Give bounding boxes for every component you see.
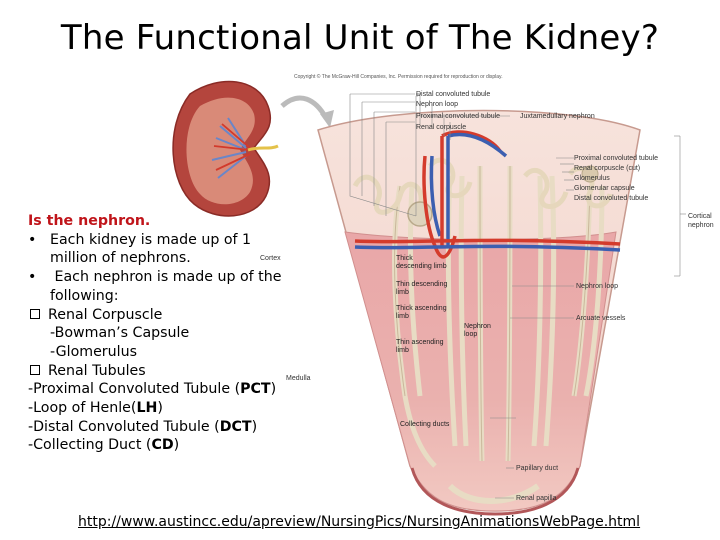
- bullet-icon: •: [28, 231, 37, 248]
- renal-tubules-item: Renal Tubules: [48, 362, 146, 379]
- label-thin-ascending-limb: limb: [396, 347, 409, 354]
- bowmans-capsule-item: -Bowman’s Capsule: [50, 325, 190, 342]
- nephron-heading: Is the nephron.: [28, 213, 151, 229]
- label-nephron-loop-mid-2: loop: [464, 331, 477, 338]
- loh-close: ): [157, 400, 163, 417]
- cd-item: -Collecting Duct (: [28, 437, 152, 454]
- label-glomerulus: Glomerulus: [574, 175, 610, 182]
- label-cortical-nephron: nephron: [688, 222, 714, 229]
- bullet-2a: Each nephron is made up of the: [50, 269, 282, 286]
- label-medulla: Medulla: [286, 375, 311, 382]
- label-papillary-duct: Papillary duct: [516, 465, 558, 472]
- label-thin-descending-limb: limb: [396, 289, 409, 296]
- label-renal-papilla: Renal papilla: [516, 495, 557, 502]
- bullet-icon: •: [28, 269, 37, 286]
- zoom-arrow: [280, 95, 329, 120]
- dct-abbr: DCT: [219, 418, 252, 435]
- label-renal-corpuscle: Renal corpuscle: [416, 124, 466, 131]
- label-proximal-convoluted-tubule: Proximal convoluted tubule: [416, 113, 500, 120]
- source-link[interactable]: http://www.austincc.edu/apreview/Nursing…: [78, 514, 641, 530]
- pct-close: ): [270, 381, 277, 398]
- label-nephron-loop-mid: Nephron: [464, 323, 491, 330]
- label-thick-ascending: Thick ascending: [396, 305, 447, 312]
- kidney-illustration: [172, 80, 279, 217]
- label-juxtamedullary-nephron: Juxtamedullary nephron: [520, 113, 595, 120]
- loh-item: -Loop of Henle(: [28, 400, 137, 417]
- cd-abbr: CD: [151, 437, 174, 454]
- label-nephron-loop-right: Nephron loop: [576, 283, 618, 290]
- label-thin-ascending: Thin ascending: [396, 339, 444, 346]
- label-thin-descending: Thin descending: [396, 281, 447, 288]
- body-text: Is the nephron. • Each kidney is made up …: [28, 212, 328, 455]
- bullet-1a: Each kidney is made up of 1: [50, 231, 252, 248]
- bullet-1b: million of nephrons.: [50, 250, 191, 267]
- dct-item: -Distal Convoluted Tubule (: [28, 418, 220, 435]
- label-nephron-loop: Nephron loop: [416, 101, 458, 108]
- label-proximal-right: Proximal convoluted tubule: [574, 155, 658, 162]
- copyright-note: Copyright © The McGraw-Hill Companies, I…: [294, 73, 503, 80]
- label-cortical: Cortical: [688, 213, 712, 220]
- label-arcuate-vessels: Arcuate vessels: [576, 315, 626, 322]
- label-thick-descending-limb: descending limb: [396, 263, 447, 270]
- dct-close: ): [251, 418, 258, 435]
- nephron-diagram: Copyright © The McGraw-Hill Companies, I…: [150, 66, 720, 526]
- checkbox-bullet-icon: [30, 309, 40, 320]
- label-thick-ascending-limb: limb: [396, 313, 409, 320]
- label-collecting-ducts: Collecting ducts: [400, 421, 450, 428]
- loh-abbr: LH: [136, 400, 158, 417]
- pct-item: -Proximal Convoluted Tubule (: [28, 381, 241, 398]
- pct-abbr: PCT: [240, 381, 271, 398]
- label-distal-right: Distal convoluted tubule: [574, 195, 648, 202]
- slide-title: The Functional Unit of The Kidney?: [60, 18, 660, 58]
- label-renal-corpuscle-cut: Renal corpuscle (cut): [574, 165, 640, 172]
- label-distal-convoluted-tubule: Distal convoluted tubule: [416, 91, 490, 98]
- label-thick-descending: Thick: [396, 255, 413, 262]
- bullet-2b: following:: [50, 287, 119, 304]
- label-cortex: Cortex: [260, 255, 281, 262]
- label-glomerular-capsule: Glomerular capsule: [574, 185, 635, 192]
- checkbox-bullet-icon: [30, 365, 40, 376]
- renal-corpuscle-item: Renal Corpuscle: [48, 306, 163, 323]
- cd-close: ): [173, 437, 180, 454]
- glomerulus-item: -Glomerulus: [50, 343, 137, 360]
